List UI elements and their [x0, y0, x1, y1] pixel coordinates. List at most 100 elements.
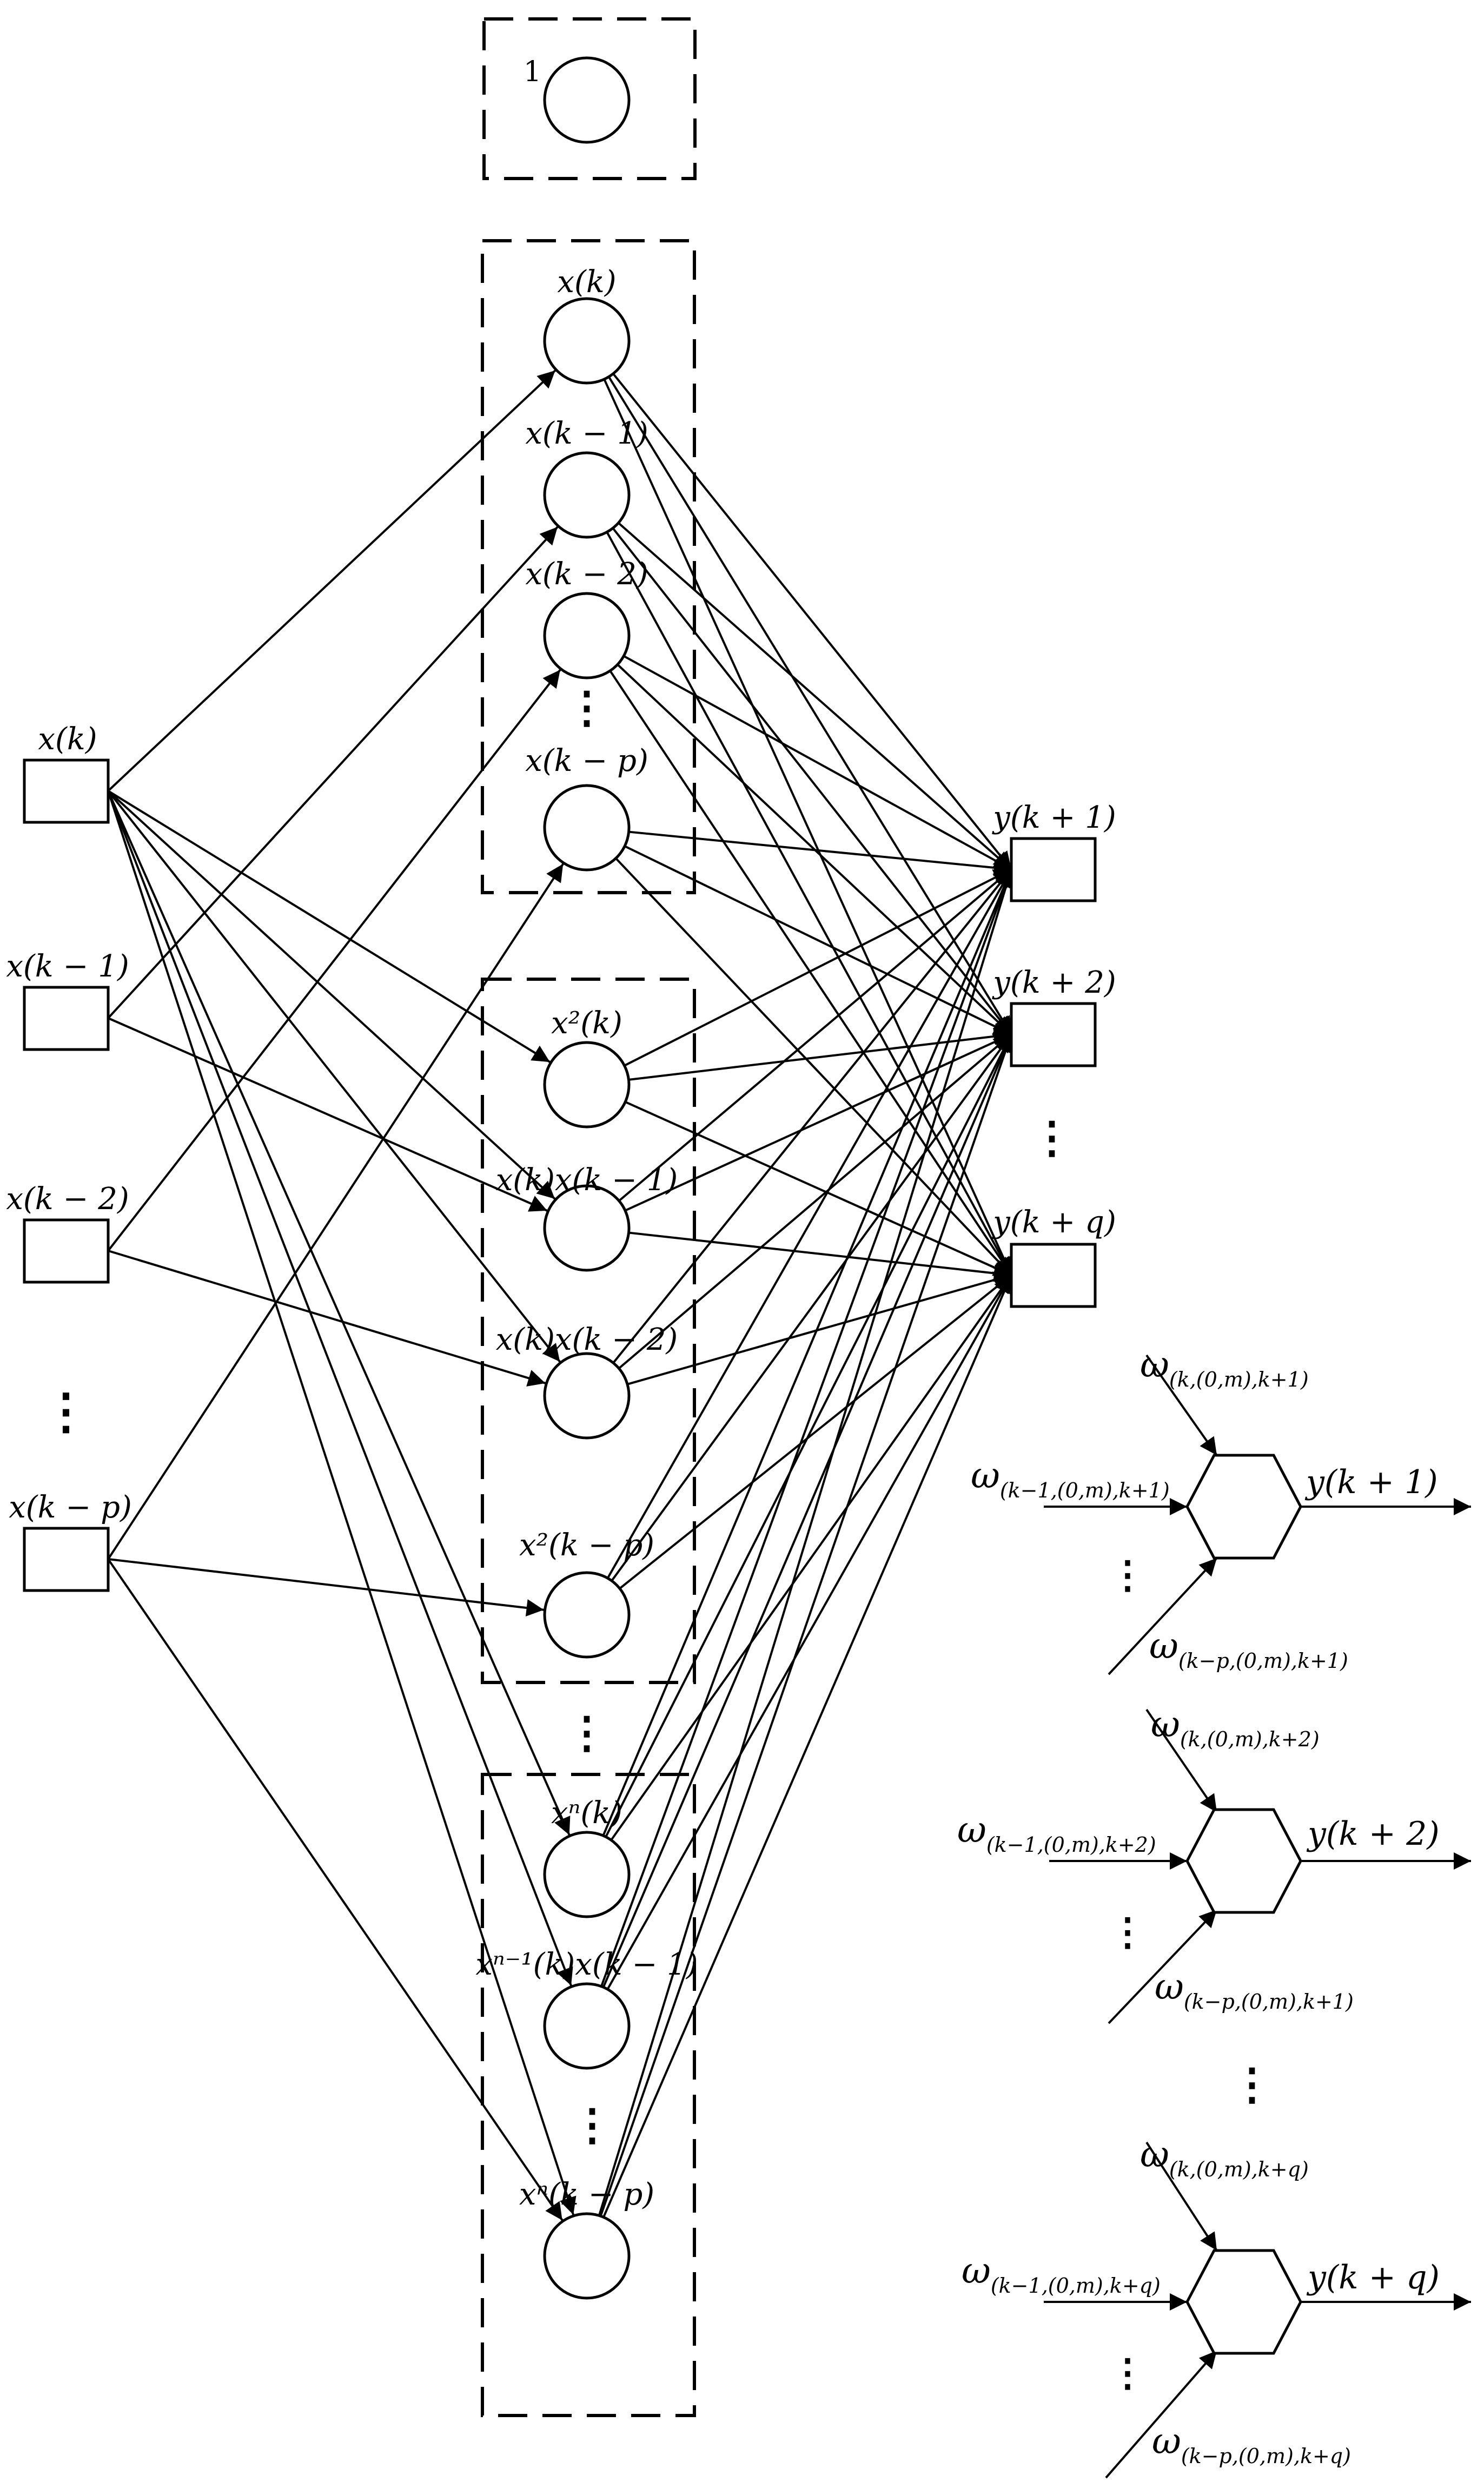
hidden-node-quadratic	[543, 1184, 631, 1272]
input-box-x-k-p	[23, 1527, 110, 1592]
connection-line	[602, 1034, 1013, 1987]
connection-line	[602, 1275, 1012, 2217]
hidden-order-n-label: xⁿ(k)	[551, 1796, 622, 1831]
weight-label: ω(k,(0,m),k+1)	[1140, 1344, 1309, 1391]
output-label: y(k + 2)	[991, 965, 1116, 1000]
input-label: x(k − p)	[9, 1490, 132, 1525]
neuron-output-label: y(k + 1)	[1304, 1463, 1438, 1501]
connection-line	[626, 1101, 1012, 1276]
connection-line	[625, 868, 1012, 1066]
hidden-order-n-label: xⁿ⁻¹(k)x(k − 1)	[475, 1947, 698, 1982]
connection-line	[107, 1558, 564, 2221]
connection-line	[107, 790, 561, 1363]
weight-ellipsis: ⋮	[1109, 2350, 1147, 2395]
connection-line	[107, 790, 556, 1200]
quadratic-group-box	[481, 978, 696, 1684]
connection-line	[107, 790, 551, 1063]
connection-line	[620, 1274, 1012, 1589]
neuron-detail: ω(k,(0,m),k+2) ω(k−1,(0,m),k+2) ⋮ ω(k−p,…	[957, 1704, 1471, 2024]
input-label: x(k − 1)	[6, 949, 129, 984]
input-label: x(k − 2)	[6, 1182, 129, 1217]
input-box-x-k	[23, 758, 110, 824]
connection-line	[108, 1558, 544, 1616]
hidden-quadratic-label: x(k)x(k − 2)	[496, 1322, 678, 1357]
hidden-linear-label: x(k − p)	[525, 743, 648, 778]
hidden-node-linear	[543, 784, 631, 872]
connection-line	[107, 790, 573, 1987]
connection-line	[602, 869, 1013, 1836]
weight-label: ω(k−p,(0,m),k+1)	[1155, 1966, 1354, 2014]
connection-line	[613, 868, 1012, 1363]
connection-line	[618, 523, 1012, 870]
weight-ellipsis: ⋮	[1109, 1909, 1147, 1954]
connection-line	[108, 1017, 548, 1212]
weight-label: ω(k−1,(0,m),k+q)	[962, 2250, 1161, 2298]
connection-line	[607, 869, 1012, 1578]
connection-line	[107, 790, 571, 1836]
group-ellipsis: ⋮	[565, 1707, 608, 1758]
connection-line	[611, 1274, 1012, 1840]
weight-ellipsis: ⋮	[1109, 1552, 1147, 1597]
connection-line	[107, 526, 559, 1019]
bias-group-box	[482, 17, 697, 180]
input-box-x-k-1	[23, 986, 110, 1051]
input-box-x-k-2	[23, 1218, 110, 1284]
connection-line	[630, 1231, 1012, 1282]
order-n-group-box	[481, 1773, 696, 2417]
hidden-node-linear	[543, 451, 631, 539]
hidden-linear-label: x(k − 1)	[525, 416, 648, 451]
hidden-linear-ellipsis: ⋮	[565, 682, 608, 732]
neuron-detail: ω(k,(0,m),k+q) ω(k−1,(0,m),k+q) ⋮ ω(k−p,…	[962, 2134, 1471, 2479]
output-box-y-k-q	[1010, 1243, 1097, 1308]
details-ellipsis: ⋮	[1230, 2058, 1274, 2109]
summation-hexagon	[1185, 2249, 1302, 2355]
weight-label: ω(k−1,(0,m),k+2)	[957, 1809, 1156, 1857]
hidden-linear-label: x(k)	[557, 265, 616, 300]
hidden-node-order-n	[543, 1982, 631, 2070]
output-box-y-k-2	[1010, 1002, 1097, 1067]
hidden-quadratic-label: x²(k − p)	[519, 1528, 654, 1563]
weight-label: ω(k,(0,m),k+2)	[1151, 1704, 1320, 1751]
connection-lines	[107, 369, 1015, 2221]
connection-line	[613, 374, 1012, 870]
connection-line	[611, 1033, 1012, 1581]
connection-line	[619, 1033, 1012, 1369]
neuron-output-label: y(k + 2)	[1306, 1815, 1440, 1853]
hidden-quadratic-label: x²(k)	[551, 1006, 622, 1041]
hidden-order-n-ellipsis: ⋮	[571, 2099, 614, 2150]
weight-label: ω(k−1,(0,m),k+1)	[971, 1455, 1170, 1502]
connection-line	[610, 671, 1012, 1276]
bias-label: 1	[524, 56, 541, 88]
neuron-output-label: y(k + q)	[1306, 2259, 1440, 2296]
connection-line	[619, 868, 1012, 1201]
connection-line	[604, 380, 1012, 1276]
hidden-linear-label: x(k − 2)	[525, 557, 648, 592]
weight-label: ω(k−p,(0,m),k+1)	[1149, 1625, 1348, 1673]
connection-line	[628, 1271, 1012, 1385]
connection-line	[612, 528, 1012, 1035]
connection-line	[107, 369, 556, 792]
connection-line	[605, 1034, 1012, 1837]
hidden-node-order-n	[543, 1831, 631, 1918]
output-label: y(k + 1)	[991, 800, 1116, 835]
neuron-detail: ω(k,(0,m),k+1) ω(k−1,(0,m),k+1) ⋮ ω(k−p,…	[971, 1344, 1471, 1675]
hidden-node-linear	[543, 592, 631, 679]
summation-hexagon	[1185, 1808, 1302, 1914]
input-ellipsis: ⋮	[42, 1383, 90, 1440]
connection-line	[625, 846, 1012, 1035]
linear-group-box	[481, 239, 696, 894]
connection-line	[107, 790, 577, 2215]
bias-node	[543, 56, 631, 144]
output-label: y(k + q)	[991, 1205, 1116, 1240]
weight-label: ω(k,(0,m),k+q)	[1140, 2134, 1309, 2181]
connection-line	[600, 869, 1013, 1986]
output-box-y-k-1	[1010, 837, 1097, 902]
connection-line	[607, 1275, 1012, 1989]
weight-label: ω(k−p,(0,m),k+q)	[1152, 2420, 1351, 2468]
connection-line	[615, 858, 1012, 1276]
connection-line	[606, 532, 1012, 1276]
hidden-quadratic-label: x(k)x(k − 1)	[496, 1163, 678, 1198]
connection-line	[624, 655, 1012, 870]
input-label: x(k)	[38, 722, 97, 757]
hidden-node-order-n	[543, 2212, 631, 2300]
